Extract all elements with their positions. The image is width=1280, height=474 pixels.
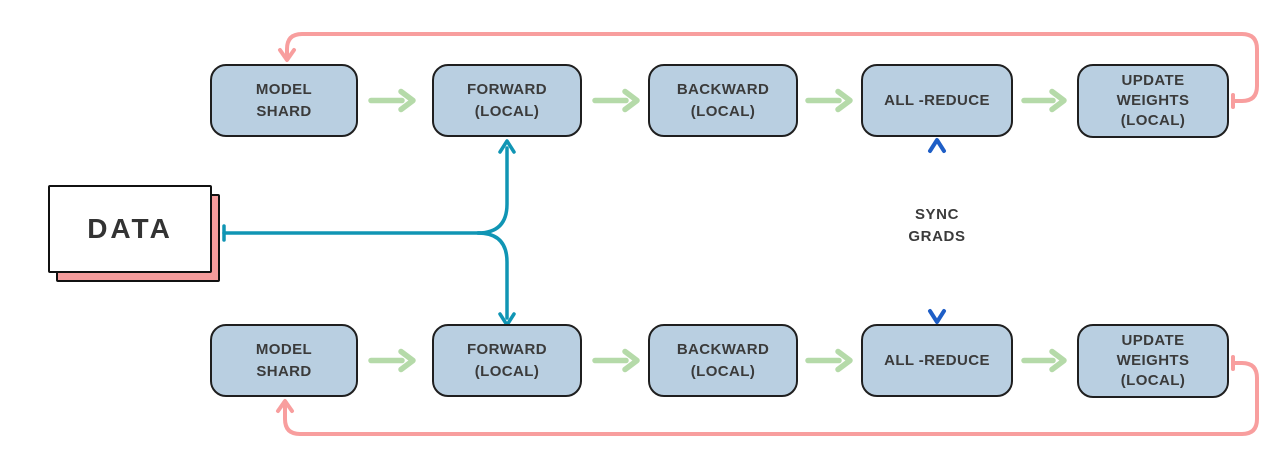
arrow-head bbox=[835, 88, 853, 113]
loop-bottom bbox=[283, 361, 1259, 436]
arrow-head bbox=[835, 348, 853, 373]
arrow-head bbox=[622, 348, 640, 373]
node-label: UPDATE WEIGHTS (LOCAL) bbox=[1116, 331, 1190, 390]
feedback-loops-pink bbox=[276, 32, 1259, 436]
arrow-head-up bbox=[498, 139, 516, 154]
flow-arrows-green bbox=[368, 88, 1067, 373]
data-box-label: DATA bbox=[87, 213, 173, 244]
arrow-head bbox=[1049, 348, 1067, 373]
loop-top bbox=[285, 32, 1259, 103]
node-label: BACKWARD (LOCAL) bbox=[676, 340, 770, 380]
data-split-branch-down bbox=[476, 231, 509, 320]
node-model-shard-bottom: MODEL SHARD bbox=[210, 324, 358, 397]
arrow-head bbox=[622, 88, 640, 113]
arrow-head bbox=[398, 88, 416, 113]
node-label: FORWARD (LOCAL) bbox=[466, 80, 548, 120]
data-box: DATA bbox=[48, 185, 212, 273]
data-split-branch-up bbox=[476, 146, 509, 235]
node-update-weights-bottom: UPDATE WEIGHTS (LOCAL) bbox=[1077, 324, 1229, 398]
node-backward-local-top: BACKWARD (LOCAL) bbox=[648, 64, 798, 137]
node-all-reduce-bottom: ALL -REDUCE bbox=[861, 324, 1013, 397]
node-forward-local-top: FORWARD (LOCAL) bbox=[432, 64, 582, 137]
node-backward-local-bottom: BACKWARD (LOCAL) bbox=[648, 324, 798, 397]
node-label: ALL -REDUCE bbox=[884, 351, 990, 369]
node-label: MODEL SHARD bbox=[255, 340, 313, 380]
node-label: MODEL SHARD bbox=[255, 80, 313, 120]
node-forward-local-bottom: FORWARD (LOCAL) bbox=[432, 324, 582, 397]
node-all-reduce-top: ALL -REDUCE bbox=[861, 64, 1013, 137]
data-split-arrow-teal bbox=[222, 139, 516, 327]
arrow-head-up bbox=[276, 399, 294, 413]
node-label: ALL -REDUCE bbox=[884, 91, 990, 109]
sync-grads-label: SYNC GRADS bbox=[899, 202, 975, 250]
node-update-weights-top: UPDATE WEIGHTS (LOCAL) bbox=[1077, 64, 1229, 138]
arrow-head bbox=[398, 348, 416, 373]
arrow-head-up bbox=[928, 138, 946, 153]
arrow-head-down bbox=[928, 309, 946, 324]
node-label: UPDATE WEIGHTS (LOCAL) bbox=[1116, 71, 1190, 130]
node-label: FORWARD (LOCAL) bbox=[466, 340, 548, 380]
node-model-shard-top: MODEL SHARD bbox=[210, 64, 358, 137]
node-label: BACKWARD (LOCAL) bbox=[676, 80, 770, 120]
arrow-head bbox=[1049, 88, 1067, 113]
arrow-head-down bbox=[278, 48, 296, 62]
